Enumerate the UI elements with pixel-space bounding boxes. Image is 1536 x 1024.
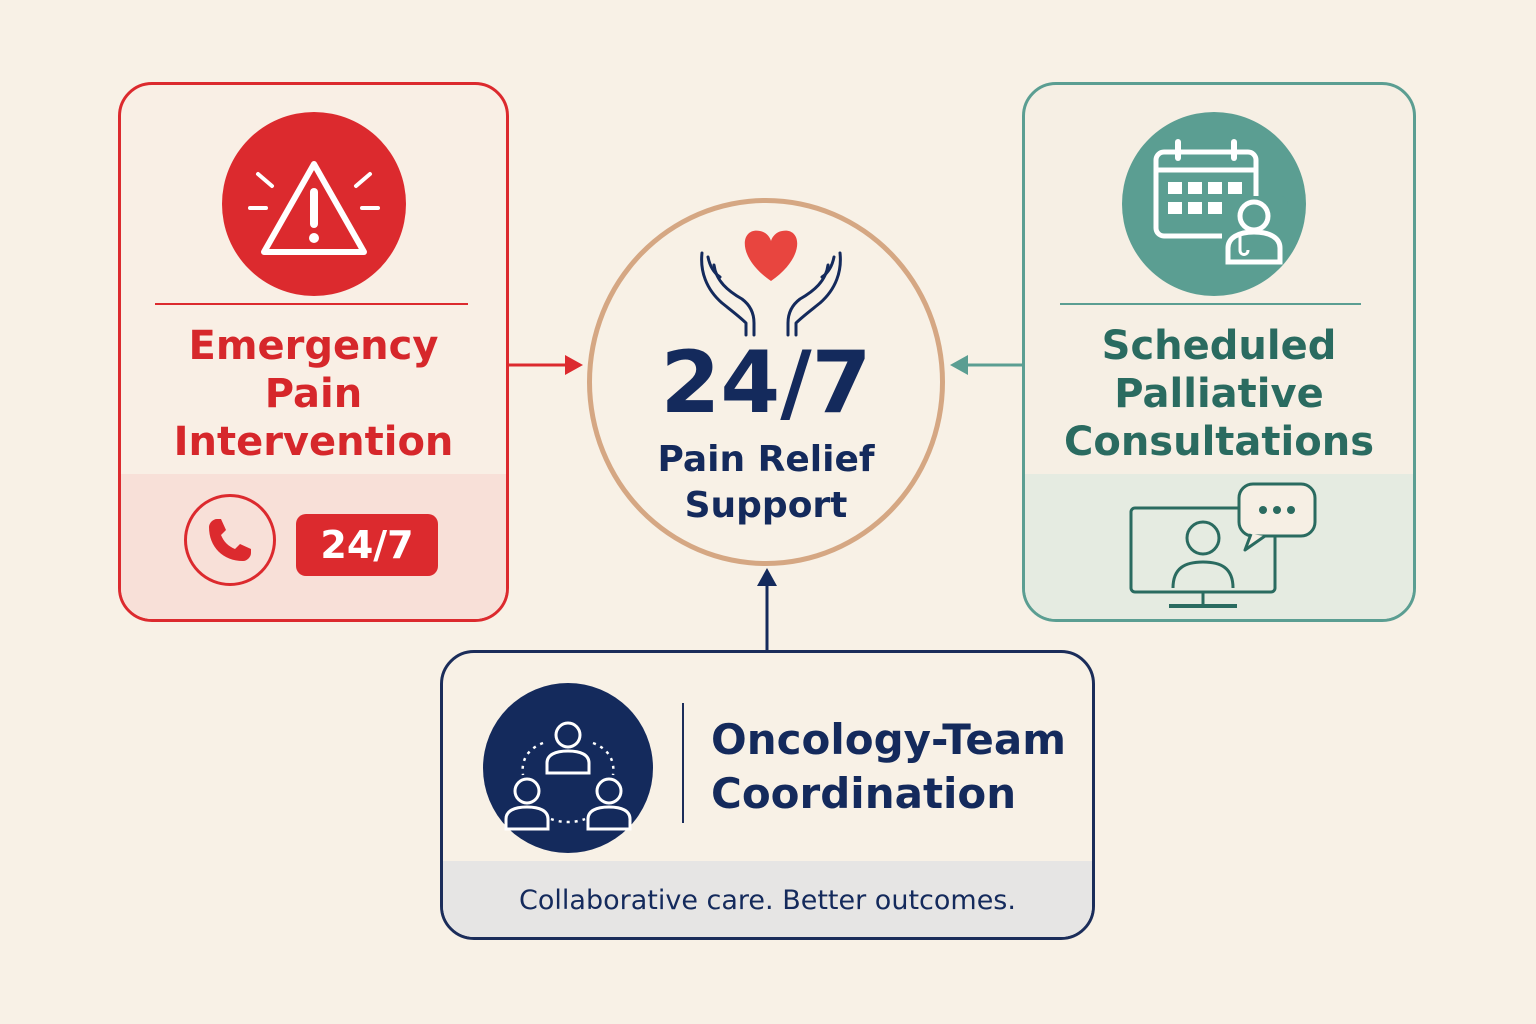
oncology-title-line2: Coordination [711,769,1017,818]
oncology-tagline: Collaborative care. Better outcomes. [443,861,1092,937]
oncology-card: Oncology-Team Coordination Collaborative… [440,650,1095,940]
scheduled-title: Scheduled Palliative Consultations [1025,322,1413,466]
emergency-footer: 24/7 [121,474,506,619]
arrow-scheduled-to-hub [950,355,1024,375]
warning-icon-badge [222,112,406,296]
arrow-emergency-to-hub [509,355,583,375]
scheduled-title-line3: Consultations [1063,419,1375,465]
emergency-title-line3: Intervention [173,419,454,465]
emergency-title-line2: Pain [264,371,363,417]
hub-subtitle-line2: Support [684,485,848,526]
team-icon-badge [483,683,653,853]
scheduled-card: Scheduled Palliative Consultations [1022,82,1416,622]
support-hub: 24/7 Pain Relief Support [587,198,945,566]
calendar-doctor-icon [1153,139,1288,265]
emergency-title-line1: Emergency [188,323,439,369]
calendar-icon-badge [1122,112,1306,296]
hub-subtitle-line1: Pain Relief [657,439,875,480]
scheduled-divider [1060,303,1361,305]
team-network-icon [504,721,632,831]
video-consultation-icon [1129,482,1317,608]
emergency-card: Emergency Pain Intervention 24/7 [118,82,509,622]
oncology-title-line1: Oncology-Team [711,715,1066,764]
hub-headline: 24/7 [660,333,872,433]
scheduled-title-line2: Palliative [1114,371,1324,417]
heart-in-hands-icon [700,230,842,337]
oncology-separator [682,703,684,823]
arrow-oncology-to-hub [757,568,777,652]
availability-badge: 24/7 [296,514,438,576]
phone-icon [209,519,251,561]
warning-triangle-icon [248,161,380,255]
oncology-title: Oncology-Team Coordination [711,713,1066,821]
scheduled-footer [1025,474,1413,619]
phone-button[interactable] [184,494,276,586]
hub-subtitle: Pain Relief Support [592,437,940,529]
scheduled-title-line1: Scheduled [1101,323,1337,369]
emergency-divider [155,303,468,305]
emergency-title: Emergency Pain Intervention [121,322,506,466]
